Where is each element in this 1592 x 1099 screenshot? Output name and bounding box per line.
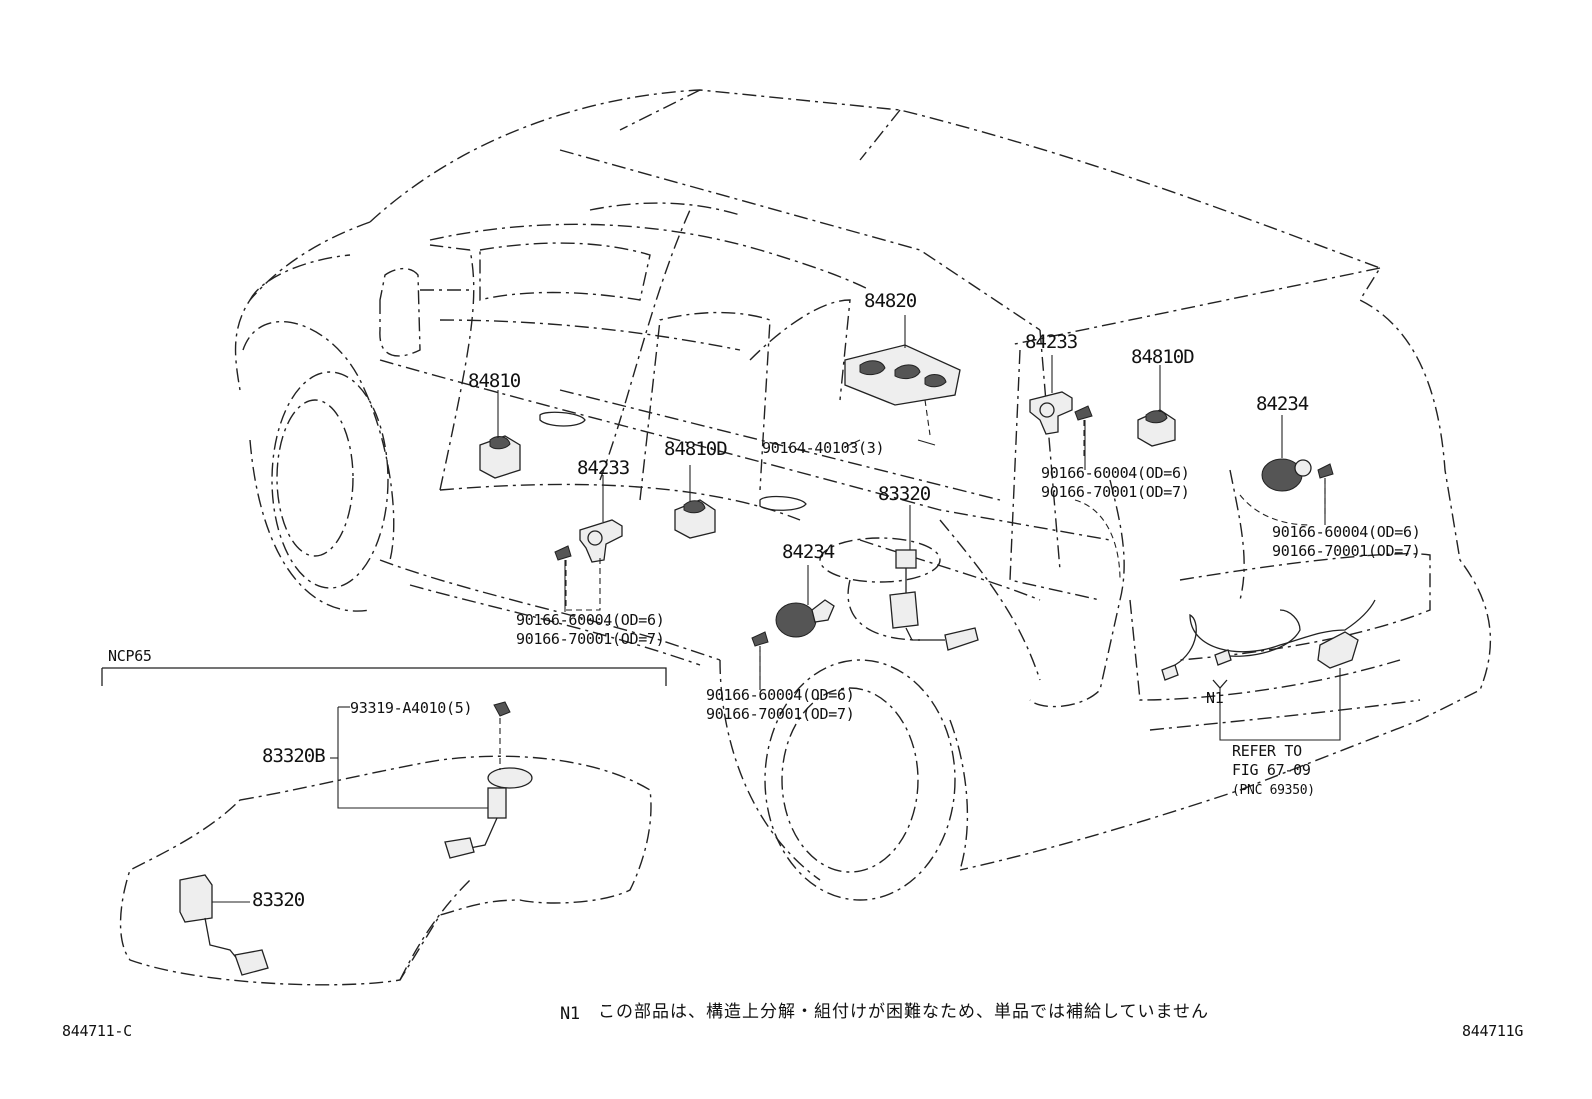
figure-code-right: 844711G [1462, 1022, 1524, 1040]
callout-84233-left: 84233 [577, 457, 630, 479]
callout-83320: 83320 [878, 483, 931, 505]
callout-83320-inset: 83320 [252, 889, 305, 911]
callout-93319-a4010: 93319-A4010(5) [350, 699, 473, 717]
n1-marker: N1 [1206, 689, 1224, 707]
callout-bolt-upper-right-od6: 90166-60004(OD=6) [1041, 464, 1190, 482]
callout-83320b: 83320B [262, 745, 326, 767]
footnote-text: この部品は、構造上分解・組付けが困難なため、単品では補給していません [598, 1002, 1209, 1022]
figure-code-left: 844711-C [62, 1022, 132, 1040]
callout-84234-left: 84234 [782, 541, 835, 563]
callout-90164-40103: 90164-40103(3) [762, 439, 885, 457]
callout-84820: 84820 [864, 290, 917, 312]
callout-bolt-right-od7: 90166-70001(OD=7) [1272, 542, 1421, 560]
callout-84234-right: 84234 [1256, 393, 1309, 415]
callout-bolt-center-od6: 90166-60004(OD=6) [706, 686, 855, 704]
callout-84810: 84810 [468, 370, 521, 392]
callout-bolt-upper-right-od7: 90166-70001(OD=7) [1041, 483, 1190, 501]
callout-84810d-right: 84810D [1131, 346, 1195, 368]
callout-84233-right: 84233 [1025, 331, 1078, 353]
callout-bolt-right-od6: 90166-60004(OD=6) [1272, 523, 1421, 541]
refer-figure-line: FIG 67-09 [1232, 761, 1311, 779]
refer-pnc-line: (PNC 69350) [1232, 783, 1315, 798]
callout-84810d-mid: 84810D [664, 438, 728, 460]
callout-bolt-left-od6: 90166-60004(OD=6) [516, 611, 665, 629]
refer-to-line: REFER TO [1232, 742, 1302, 760]
inset-title: NCP65 [108, 647, 152, 665]
callout-bolt-left-od7: 90166-70001(OD=7) [516, 630, 665, 648]
callout-bolt-center-od7: 90166-70001(OD=7) [706, 705, 855, 723]
footnote-marker: N1 [560, 1004, 580, 1024]
